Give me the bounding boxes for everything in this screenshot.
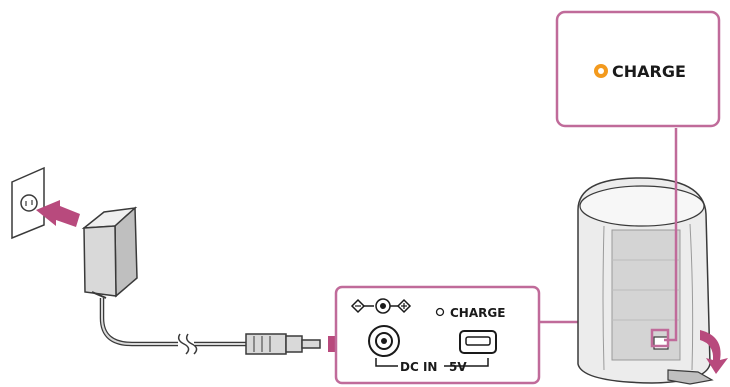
charge-lamp <box>435 307 445 317</box>
wall-outlet-icon <box>11 166 45 240</box>
dc-in-jack <box>368 325 400 357</box>
charge-indicator-callout: CHARGE <box>555 10 721 128</box>
callout-charge-label: CHARGE <box>612 62 686 81</box>
usb-port <box>459 330 497 354</box>
cable <box>99 298 178 347</box>
port-panel: CHARGE DC IN 5V <box>334 285 541 385</box>
port-bracket <box>375 358 489 367</box>
plug-in-arrow <box>36 200 80 227</box>
dc-plug <box>245 333 321 355</box>
dc-in-label: DC IN <box>400 360 437 374</box>
polarity-icon <box>350 298 412 314</box>
speaker-icon <box>577 177 714 385</box>
voltage-label: 5V <box>449 360 467 374</box>
rotate-arrow-icon <box>700 330 728 374</box>
cable-break <box>177 333 198 355</box>
panel-charge-label: CHARGE <box>450 306 505 320</box>
ac-adapter-icon <box>81 206 138 299</box>
